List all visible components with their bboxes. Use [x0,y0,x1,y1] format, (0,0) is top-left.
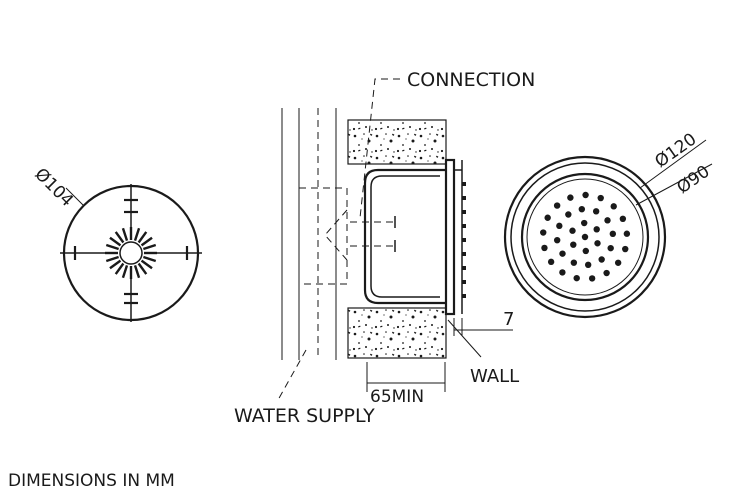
face-plate-nozzles [462,182,466,298]
hub-spoke [105,243,120,251]
spray-nozzle [614,259,622,266]
face-nozzle [462,252,466,256]
units-note: DIMENSIONS IN MM [8,471,175,491]
hub-spoke [121,264,129,279]
hub-spoke [109,259,122,270]
outer-diameter-label: Ø120 [651,129,700,172]
outer-diameter-leader [639,139,707,189]
spray-nozzle [540,229,547,236]
spray-diameter-leader [635,163,713,206]
hub-spoke [114,262,125,275]
spray-nozzle [581,233,589,241]
hub-spoke [105,255,120,263]
spray-nozzle [593,226,600,233]
spray-nozzle [547,258,555,266]
spray-face-circle [520,172,650,302]
front-view: Ø120 Ø90 [503,129,714,319]
spray-nozzle [592,208,600,215]
connection-leader [359,78,400,219]
face-nozzle [462,196,466,200]
spray-nozzle [603,269,610,277]
spray-nozzle [607,244,614,252]
face-nozzle [462,210,466,214]
plate-thickness-label: 7 [503,309,514,330]
hub-circle [119,241,143,265]
outer-plate-circle [503,155,667,319]
water-supply-leader [277,349,307,401]
hub-spoke [133,227,141,242]
spray-nozzle [584,261,592,269]
spray-nozzle [553,202,561,209]
spray-nozzle [619,215,627,223]
spray-nozzle [610,203,617,210]
hub-spoke [137,262,148,275]
hub-spoke [114,231,125,244]
water-supply-label: WATER SUPPLY [234,405,375,427]
hub-spoke [142,243,157,251]
face-nozzle [462,294,466,298]
hub-spoke [137,231,148,244]
spray-diameter-label: Ø90 [673,162,713,198]
body-diameter-label: Ø104 [30,164,77,211]
body-rear-view: Ø104 [30,164,202,322]
face-nozzle [462,238,466,242]
face-nozzle [462,182,466,186]
shower-body-outline [363,168,446,305]
hub-spoke [133,264,141,279]
spray-nozzle [541,244,548,252]
hub-spoke [140,236,153,247]
spray-nozzle [567,194,574,201]
hub-spoke [109,236,122,247]
spray-nozzle [598,256,605,263]
spray-nozzle [582,247,589,255]
spray-nozzle [565,211,572,218]
hub-spoke [121,227,129,242]
spray-nozzle [544,214,551,221]
spray-nozzles [540,191,631,282]
spray-nozzle [553,236,561,244]
spray-nozzle [578,205,586,213]
wall-leader [447,319,482,358]
spray-nozzle [597,194,604,202]
spray-nozzle [559,269,566,276]
spray-nozzle [623,230,631,237]
hub-spoke [142,255,157,263]
spray-nozzle [582,191,589,199]
spray-nozzle [556,222,563,230]
wall-block-bottom [347,307,447,359]
face-nozzle [462,224,466,228]
spray-nozzle [622,245,629,253]
face-nozzle [462,266,466,270]
connection-label: CONNECTION [407,69,535,91]
hub-spoke [140,259,153,270]
spray-nozzle [570,241,577,248]
wall-label: WALL [470,366,519,387]
wall-block-top [347,119,447,165]
spray-nozzle [609,230,617,238]
hub-spokes [105,227,157,279]
spray-nozzle [581,219,588,227]
min-depth-label: 65MIN [370,387,424,407]
supply-pipe-hidden [298,187,348,285]
spray-nozzle [573,274,580,282]
spray-nozzle [570,259,578,266]
spray-nozzle [559,250,566,257]
spray-nozzle [594,240,601,247]
face-nozzle [462,280,466,284]
spray-nozzle [588,275,596,282]
spray-nozzle [604,217,611,224]
face-plate [444,158,456,316]
spray-nozzle [569,227,576,234]
section-view: CONNECTION 7 WALL 65MIN WATER SUPPLY [234,69,535,427]
